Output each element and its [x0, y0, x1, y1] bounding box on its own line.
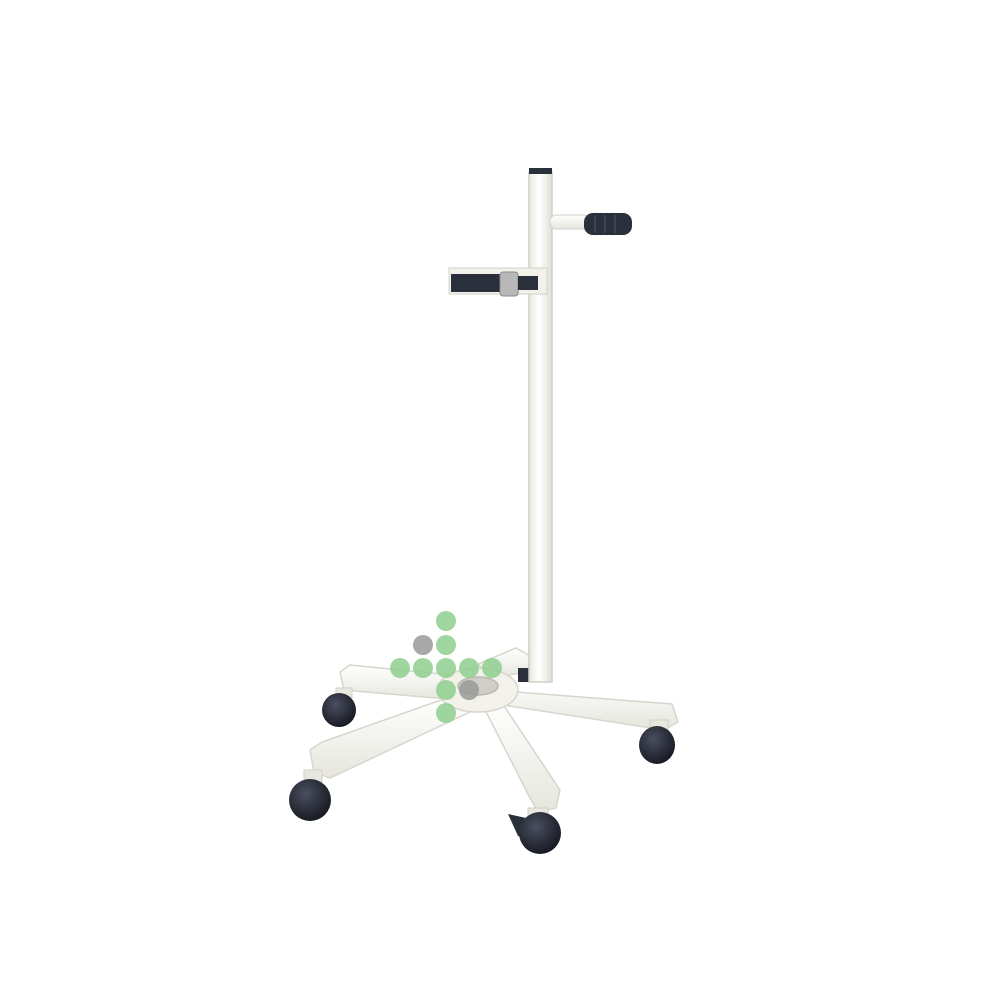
handle-grip	[584, 213, 632, 235]
strap-belt	[451, 274, 513, 292]
pole-collar	[518, 668, 530, 682]
caster-back-left	[322, 687, 356, 727]
vertical-pole	[528, 168, 553, 683]
strap-bracket	[448, 267, 548, 297]
pole-top-cap	[529, 168, 552, 174]
caster-front-left	[289, 769, 331, 821]
push-handle	[549, 213, 632, 235]
strap-buckle	[499, 271, 519, 297]
wheel-back-left	[322, 693, 356, 727]
caster-right	[639, 719, 675, 764]
casters	[289, 687, 675, 854]
caster-front	[508, 807, 561, 854]
wheel-front	[519, 812, 561, 854]
wheel-right	[639, 726, 675, 764]
base-leg-front	[478, 699, 561, 813]
wheel-front-left	[289, 779, 331, 821]
dot-cross-watermark	[390, 611, 502, 723]
